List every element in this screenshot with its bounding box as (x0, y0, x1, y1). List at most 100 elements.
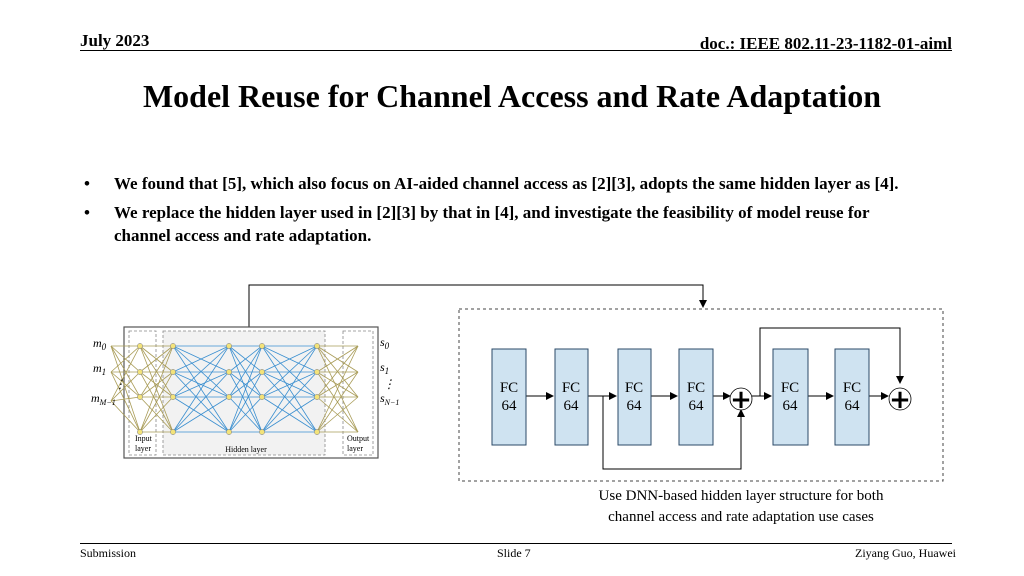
fc-block: FC 64 (554, 348, 589, 446)
nn-neuron (259, 343, 265, 349)
fc-block-size: 64 (689, 398, 705, 414)
fc-block-size: 64 (502, 398, 518, 414)
fc-block-box (834, 348, 870, 446)
footer-author: Ziyang Guo, Huawei (855, 546, 956, 560)
neural-network-figure: m0 m1 ⋮ mM−1 s0 s1 ⋮ sN−1 Input layer Hi… (91, 326, 399, 459)
nn-input-symbol: m (91, 391, 100, 405)
nn-neuron (226, 394, 232, 400)
bullet-item: •We replace the hidden layer used in [2]… (84, 201, 914, 247)
nn-connection (110, 345, 141, 398)
nn-output-layer-label: Output (347, 434, 370, 443)
nn-connection (316, 371, 359, 433)
fc-block-size: 64 (564, 398, 580, 414)
nn-connection (172, 345, 230, 433)
nn-connection (139, 345, 174, 433)
fc-block-box (678, 348, 714, 446)
nn-input-label: m1 (93, 361, 106, 377)
nn-input-layer-label: layer (135, 444, 151, 453)
nn-connection (110, 371, 141, 402)
nn-input-layer-box (128, 330, 157, 456)
slide-number: Slide 7 (497, 546, 531, 560)
fc-block: FC 64 (834, 348, 870, 446)
nn-output-layer-label: layer (347, 444, 363, 453)
nn-output-label: sN−1 (380, 391, 399, 407)
nn-output-layer-box (342, 330, 374, 456)
nn-connection (139, 345, 174, 398)
nn-neuron (226, 369, 232, 375)
plus-icon: + (889, 385, 911, 415)
nn-input-label: m0 (93, 336, 107, 352)
footer-left: Submission (80, 546, 137, 560)
bullet-list: • We found that [5], which also focus on … (84, 172, 914, 253)
nn-connection (316, 345, 359, 373)
nn-connection (228, 345, 263, 373)
nn-connection (110, 345, 141, 433)
fc-block-label: FC (843, 380, 861, 396)
block-diagram-frame (458, 308, 944, 482)
nn-neuron (170, 343, 176, 349)
bullet-marker: • (84, 174, 90, 193)
fc-block: FC 64 (617, 348, 652, 446)
caption-line: channel access and rate adaptation use c… (608, 509, 874, 525)
nn-neuron (137, 369, 143, 375)
nn-connection (110, 396, 141, 402)
nn-connection (228, 345, 263, 433)
adder-circle (888, 387, 912, 411)
nn-neuron (259, 369, 265, 375)
nn-neuron (170, 369, 176, 375)
nn-connection (139, 396, 174, 433)
nn-neurons (137, 343, 320, 435)
nn-connection (261, 345, 318, 433)
fc-block-label: FC (625, 380, 643, 396)
nn-connection (110, 371, 141, 433)
fc-block-label: FC (781, 380, 799, 396)
nn-output-subscript: 0 (385, 341, 390, 351)
nn-connection (228, 371, 263, 398)
nn-connection (172, 345, 230, 398)
nn-connection (139, 371, 174, 398)
bullet-text: We found that [5], which also focus on A… (114, 174, 899, 193)
nn-output-symbol: s (380, 360, 385, 374)
nn-connection (261, 371, 318, 398)
nn-neuron (259, 429, 265, 435)
fc-block-size: 64 (783, 398, 799, 414)
nn-connection (228, 396, 263, 433)
nn-input-layer-label: Input (135, 434, 153, 443)
nn-connection (316, 396, 359, 433)
fc-block-size: 64 (627, 398, 643, 414)
nn-connection (110, 345, 141, 373)
nn-input-symbol: m (93, 336, 102, 350)
fc-block-box (772, 348, 809, 446)
nn-neuron (314, 429, 320, 435)
slide-title: Model Reuse for Channel Access and Rate … (142, 78, 882, 114)
nn-connection (228, 371, 263, 433)
nn-connection (261, 345, 318, 373)
nn-output-label: s0 (380, 335, 390, 351)
nn-neuron (314, 394, 320, 400)
footer-divider (80, 543, 952, 544)
nn-input-subscript: M−1 (99, 398, 116, 407)
header-doc-id: doc.: IEEE 802.11-23-1182-01-aiml (699, 34, 952, 53)
fc-block-box (491, 348, 527, 446)
fc-block-box (617, 348, 652, 446)
nn-input-label: ⋮ (114, 377, 126, 391)
nn-connection (110, 400, 141, 433)
nn-input-subscript: 1 (102, 367, 107, 377)
nn-connection (261, 371, 318, 433)
nn-connection (172, 371, 230, 398)
adder-node: + (888, 385, 912, 415)
nn-connection (316, 345, 359, 433)
nn-connection (261, 345, 318, 398)
fc-block-size: 64 (845, 398, 861, 414)
nn-output-subscript: 1 (385, 366, 390, 376)
fc-block-label: FC (687, 380, 705, 396)
skip-connection-upper (759, 327, 904, 396)
nn-connection (172, 396, 230, 433)
bullet-marker: • (84, 203, 90, 222)
nn-neuron (314, 343, 320, 349)
plus-icon: + (730, 385, 752, 415)
fc-block-label: FC (562, 380, 580, 396)
nn-connection (261, 396, 318, 433)
nn-neuron (170, 394, 176, 400)
